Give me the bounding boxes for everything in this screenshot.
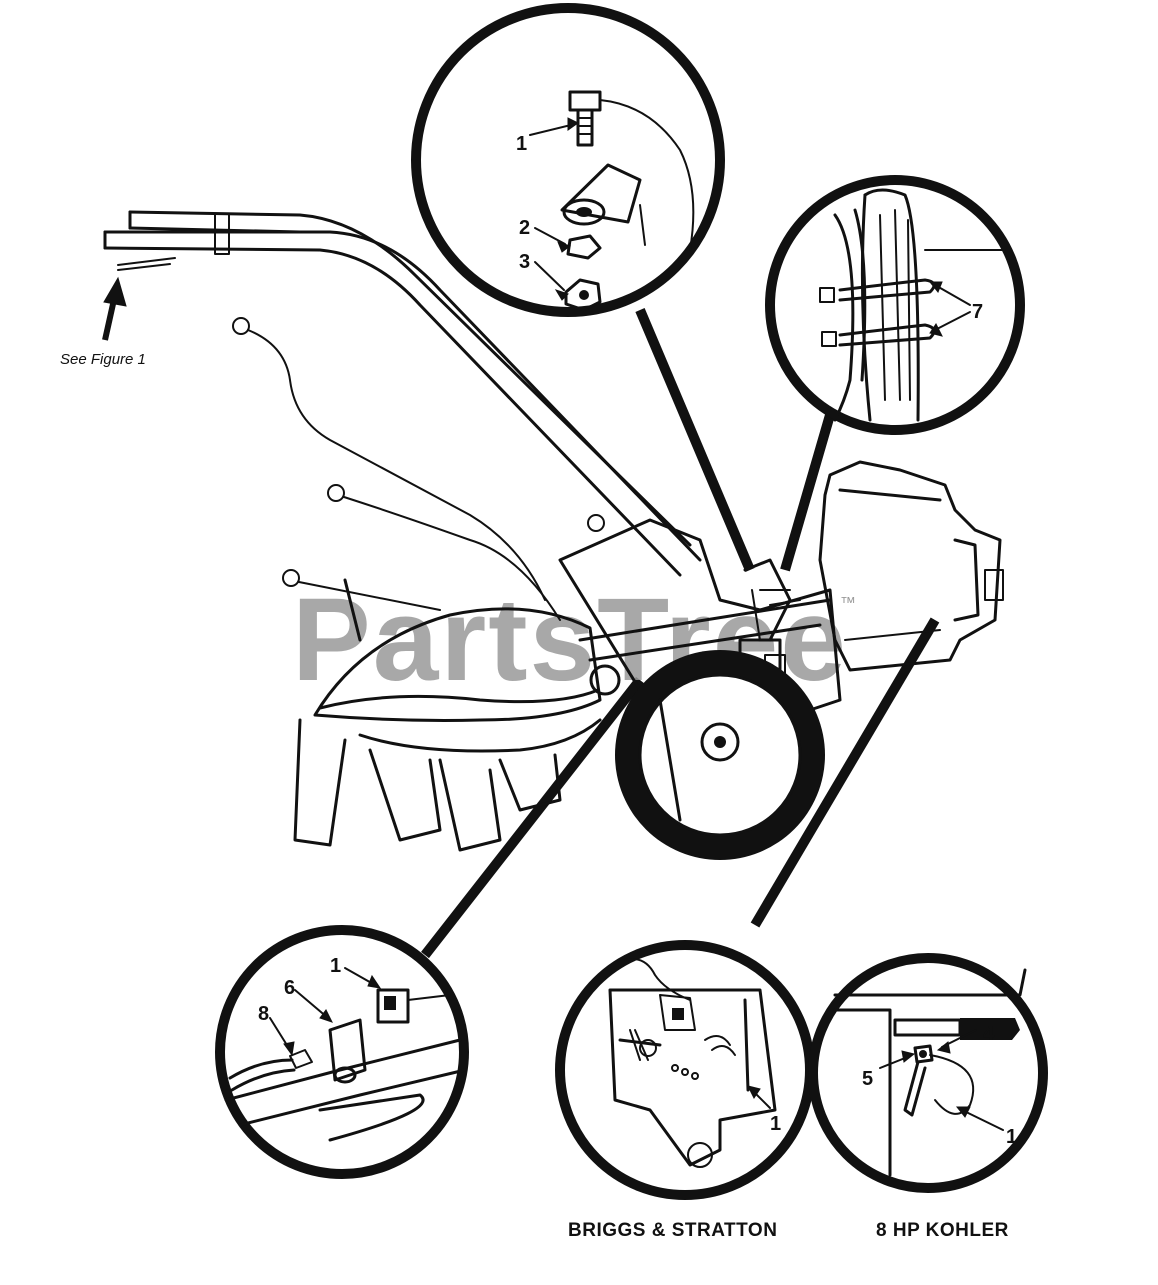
- leader-line-top-right: [780, 413, 835, 572]
- see-figure-label: See Figure 1: [60, 351, 146, 368]
- callout-8: 8: [258, 1003, 269, 1025]
- callout-5: 5: [862, 1068, 873, 1090]
- throttle-linkage: [743, 558, 801, 642]
- callout-7: 7: [972, 301, 983, 323]
- engine: [818, 460, 1004, 672]
- callout-1: 1: [516, 133, 527, 155]
- watermark-trademark: ™: [840, 595, 856, 612]
- tine-shield: [313, 607, 602, 753]
- callout-2: 2: [519, 217, 530, 239]
- leader-line-bottom-center: [750, 617, 940, 928]
- tines: [293, 578, 562, 852]
- caption-8hp-kohler: 8 HP KOHLER: [876, 1220, 1009, 1241]
- callout-1: 1: [1006, 1126, 1017, 1148]
- detail-top-right: 7: [765, 175, 1025, 435]
- callout-1: 1: [330, 955, 341, 977]
- leader-line-top-center: [635, 308, 755, 572]
- detail-top-center: 1 2 3: [411, 3, 725, 317]
- see-figure-arrow: [102, 276, 127, 341]
- wheel: [615, 650, 825, 860]
- detail-bottom-center: 1: [555, 940, 815, 1200]
- caption-briggs-stratton: BRIGGS & STRATTON: [568, 1220, 777, 1241]
- callout-1: 1: [770, 1113, 781, 1135]
- detail-bottom-left: 1 6 8: [215, 925, 469, 1179]
- detail-bottom-right: 4 5 1: [808, 953, 1048, 1193]
- callout-4: 4: [983, 1023, 995, 1045]
- leader-line-bottom-left: [421, 676, 644, 959]
- handlebar-assembly: [103, 210, 702, 577]
- control-cables: [232, 317, 605, 621]
- callout-3: 3: [519, 251, 530, 273]
- callout-6: 6: [284, 977, 295, 999]
